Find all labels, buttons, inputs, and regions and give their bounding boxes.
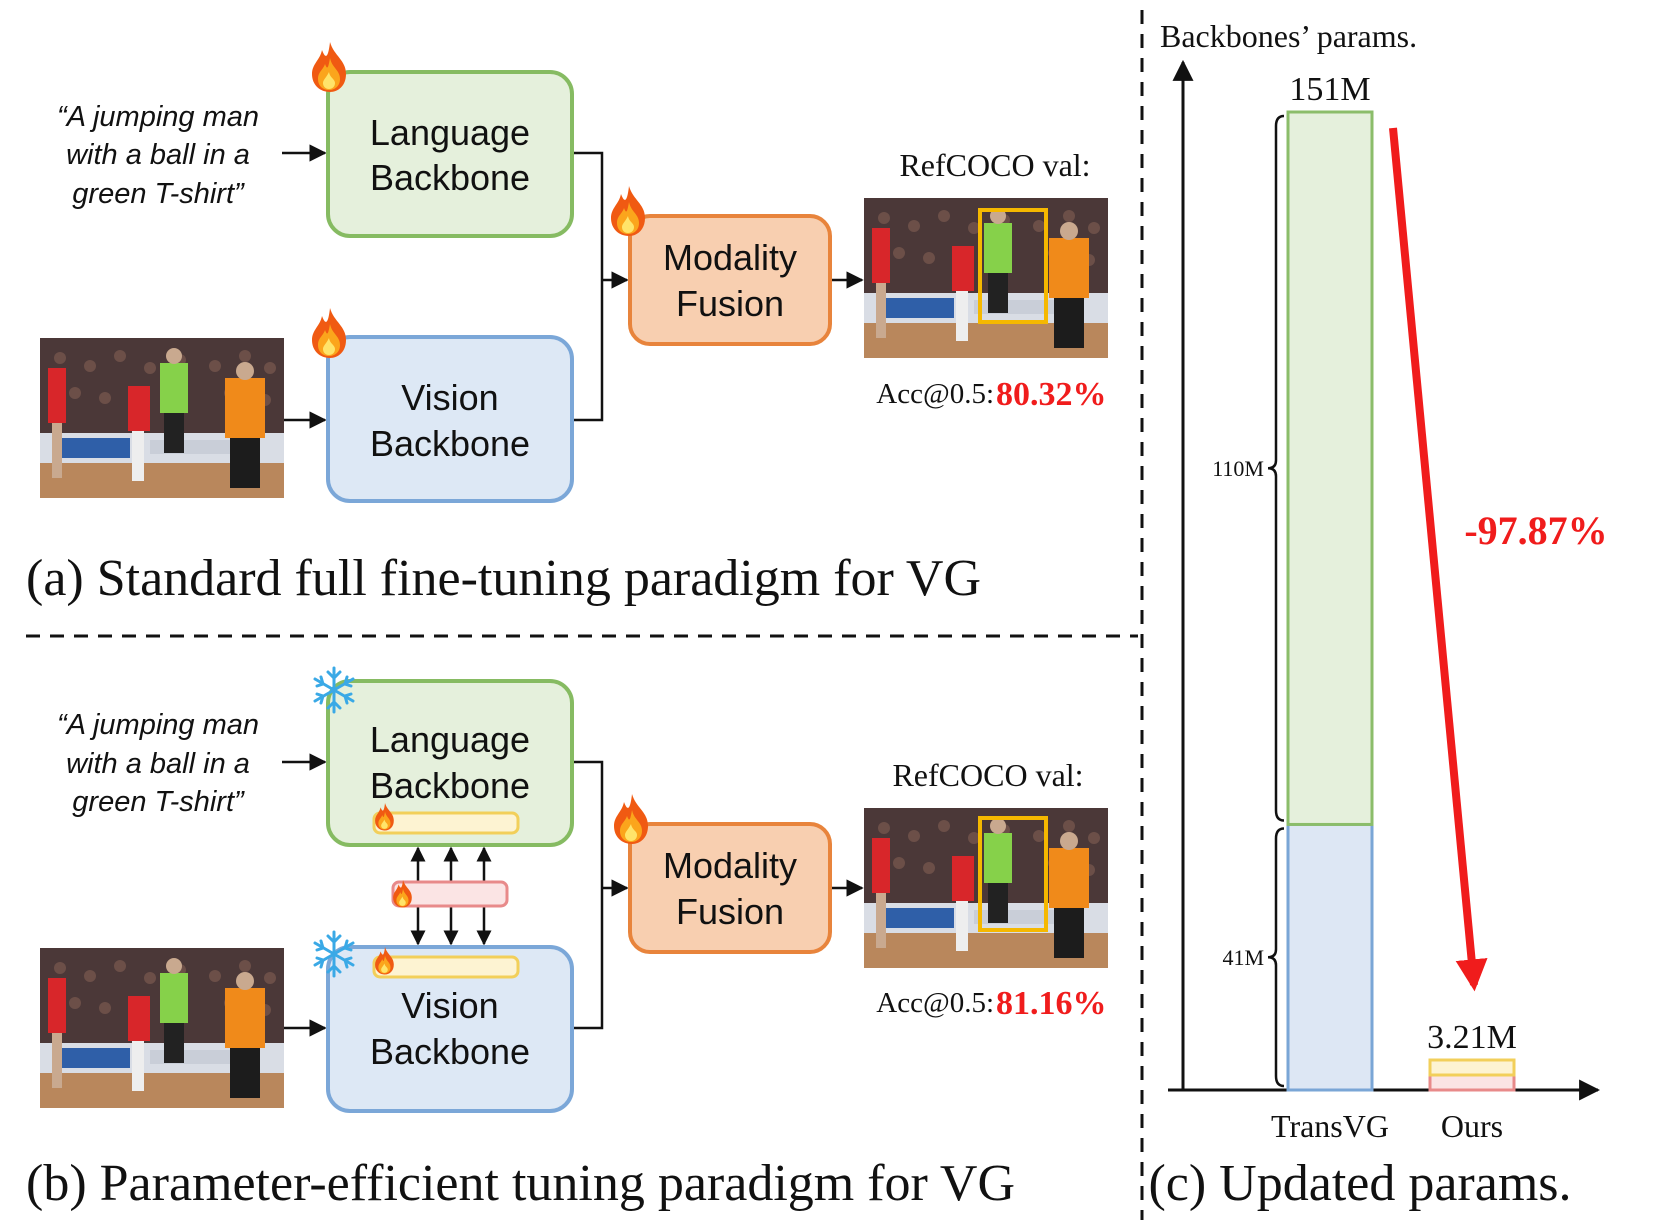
segment-label: 41M bbox=[1222, 945, 1264, 970]
segment-brace bbox=[1267, 827, 1285, 1088]
caption-b: (b) Parameter-efficient tuning paradigm … bbox=[26, 1155, 1015, 1212]
acc-label: Acc@0.5: bbox=[876, 378, 994, 410]
language-label-2: Backbone bbox=[370, 765, 530, 806]
fusion-label-2: Fusion bbox=[676, 283, 784, 324]
query-text: “A jumping man with a ball in a green T-… bbox=[57, 101, 259, 210]
merge-connector bbox=[574, 151, 604, 422]
axis-title: Backbones’ params. bbox=[1160, 18, 1417, 54]
panel-a: “A jumping man with a ball in a green T-… bbox=[26, 42, 1108, 607]
result-image bbox=[864, 808, 1108, 968]
reduction-arrow bbox=[1389, 127, 1488, 992]
input-image bbox=[40, 338, 284, 498]
segment-brace bbox=[1267, 114, 1285, 822]
bar-segment bbox=[1286, 110, 1374, 826]
language-backbone-box: Language Backbone bbox=[326, 70, 574, 238]
result-title: RefCOCO val: bbox=[892, 757, 1083, 793]
query-line-1: “A jumping man bbox=[57, 709, 259, 741]
category-label: TransVG bbox=[1271, 1108, 1389, 1144]
fire-icon bbox=[312, 308, 346, 358]
modality-fusion-box: Modality Fusion bbox=[628, 822, 832, 954]
vision-label-1: Vision bbox=[401, 377, 498, 418]
chart-marks: 41M 110M 151M 3.21M TransVG Ours -97.87% bbox=[1212, 71, 1607, 1144]
segment-label: 110M bbox=[1212, 456, 1264, 481]
bar-segment bbox=[1286, 822, 1374, 1092]
result-title: RefCOCO val: bbox=[899, 147, 1090, 183]
language-label-2: Backbone bbox=[370, 157, 530, 198]
fusion-label-1: Modality bbox=[663, 237, 797, 278]
panel-b: “A jumping man with a ball in a green T-… bbox=[26, 666, 1108, 1212]
fire-icon bbox=[312, 42, 346, 92]
input-image bbox=[40, 948, 284, 1108]
vision-backbone-box: Vision Backbone bbox=[326, 945, 574, 1113]
vision-backbone-box: Vision Backbone bbox=[326, 335, 574, 503]
language-adapter bbox=[372, 811, 520, 835]
query-text: “A jumping man with a ball in a green T-… bbox=[57, 709, 259, 818]
fire-icon bbox=[611, 186, 645, 236]
panel-c: Backbones’ params. 41M 110M 151M 3.21M Trans… bbox=[1148, 18, 1607, 1212]
fusion-label-1: Modality bbox=[663, 845, 797, 886]
reduction-label: -97.87% bbox=[1464, 508, 1607, 553]
query-line-2: with a ball in a bbox=[66, 139, 250, 171]
query-line-2: with a ball in a bbox=[66, 748, 250, 780]
acc-value: 81.16% bbox=[996, 985, 1107, 1022]
prediction-bbox bbox=[978, 816, 1048, 932]
caption-a: (a) Standard full fine-tuning paradigm f… bbox=[26, 550, 981, 607]
vision-label-2: Backbone bbox=[370, 423, 530, 464]
vision-adapter bbox=[372, 955, 520, 979]
language-label-1: Language bbox=[370, 112, 530, 153]
bar-total-label: 3.21M bbox=[1427, 1019, 1517, 1056]
modality-fusion-box: Modality Fusion bbox=[628, 214, 832, 346]
bar-segment bbox=[1428, 1073, 1516, 1092]
language-label-1: Language bbox=[370, 719, 530, 760]
fusion-label-2: Fusion bbox=[676, 891, 784, 932]
category-label: Ours bbox=[1441, 1108, 1503, 1144]
fire-icon bbox=[614, 794, 648, 844]
language-backbone-box: Language Backbone bbox=[326, 679, 574, 847]
acc-label: Acc@0.5: bbox=[876, 987, 994, 1019]
vision-label-1: Vision bbox=[401, 985, 498, 1026]
merge-connector bbox=[574, 760, 604, 1030]
caption-c: (c) Updated params. bbox=[1148, 1155, 1571, 1212]
acc-value: 80.32% bbox=[996, 376, 1107, 413]
bar-total-label: 151M bbox=[1289, 71, 1370, 108]
query-line-3: green T-shirt” bbox=[72, 178, 245, 210]
result-image bbox=[864, 198, 1108, 358]
query-line-3: green T-shirt” bbox=[72, 786, 245, 818]
prediction-bbox bbox=[978, 208, 1048, 324]
bar-segment bbox=[1428, 1058, 1516, 1077]
bridge-module bbox=[391, 880, 509, 908]
query-line-1: “A jumping man bbox=[57, 101, 259, 133]
vision-label-2: Backbone bbox=[370, 1031, 530, 1072]
